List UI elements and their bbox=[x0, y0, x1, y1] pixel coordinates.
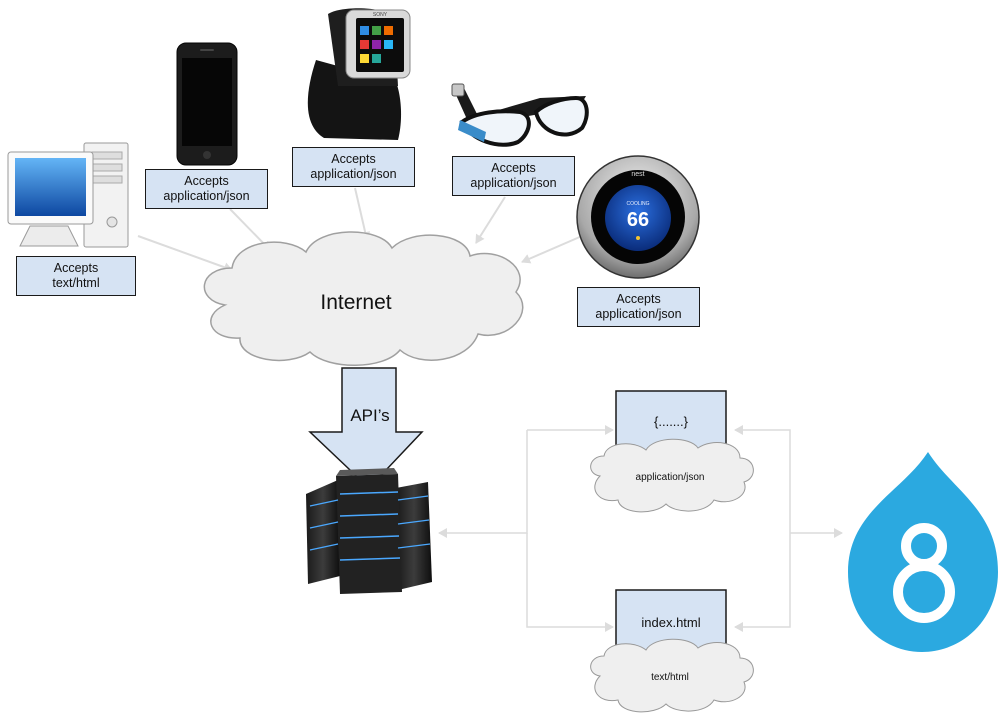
client-connectors bbox=[137, 187, 583, 272]
json-cloud bbox=[590, 438, 754, 513]
drupal-logo bbox=[848, 452, 998, 652]
accepts-text: Accepts bbox=[184, 174, 229, 188]
api-label: API’s bbox=[350, 406, 390, 425]
accepts-type: text/html bbox=[52, 276, 100, 290]
accepts-label-phone: Accepts application/json bbox=[145, 169, 268, 209]
accepts-label-watch: Accepts application/json bbox=[292, 147, 415, 187]
thermostat-brand-text: nest bbox=[631, 171, 644, 178]
json-format-label: application/json bbox=[635, 472, 705, 483]
connector-drupal-html bbox=[734, 533, 791, 632]
watch-brand-text: SONY bbox=[373, 12, 388, 18]
accepts-text: Accepts bbox=[616, 292, 661, 306]
smartphone-icon bbox=[176, 42, 238, 166]
thermostat-temperature-text: 66 bbox=[627, 209, 649, 231]
connector-to-server bbox=[438, 430, 528, 538]
accepts-text: Accepts bbox=[53, 261, 99, 275]
accepts-label-thermostat: Accepts application/json bbox=[577, 287, 700, 327]
internet-label: Internet bbox=[320, 291, 392, 314]
connector-desktop bbox=[137, 235, 233, 272]
accepts-type: application/json bbox=[163, 189, 250, 203]
server-icon bbox=[306, 468, 432, 594]
response-connectors bbox=[438, 425, 843, 632]
html-doc-body: index.html bbox=[641, 615, 701, 630]
api-arrow bbox=[308, 367, 424, 490]
accepts-text: Accepts bbox=[491, 161, 536, 175]
connector-drupal-json bbox=[734, 425, 791, 533]
html-cloud bbox=[590, 638, 754, 713]
connector-glasses bbox=[475, 196, 506, 244]
connector-to-html bbox=[526, 533, 614, 632]
internet-cloud bbox=[203, 231, 524, 366]
accepts-label-desktop: Accepts text/html bbox=[16, 256, 136, 296]
accepts-label-glasses: Accepts application/json bbox=[452, 156, 575, 196]
accepts-type: application/json bbox=[595, 307, 682, 321]
desktop-computer-icon bbox=[7, 142, 129, 248]
connector-thermostat bbox=[521, 235, 583, 264]
connector-watch bbox=[354, 187, 371, 241]
thermostat-mode-text: COOLING bbox=[626, 201, 649, 207]
html-format-label: text/html bbox=[651, 672, 689, 683]
smartwatch-icon: SONY bbox=[307, 8, 411, 140]
smart-glasses-icon bbox=[451, 83, 589, 147]
accepts-type: application/json bbox=[310, 167, 397, 181]
accepts-text: Accepts bbox=[331, 152, 376, 166]
thermostat-icon: nest COOLING 66 bbox=[576, 155, 700, 279]
json-doc-body: {.......} bbox=[654, 414, 688, 429]
accepts-type: application/json bbox=[470, 176, 557, 190]
